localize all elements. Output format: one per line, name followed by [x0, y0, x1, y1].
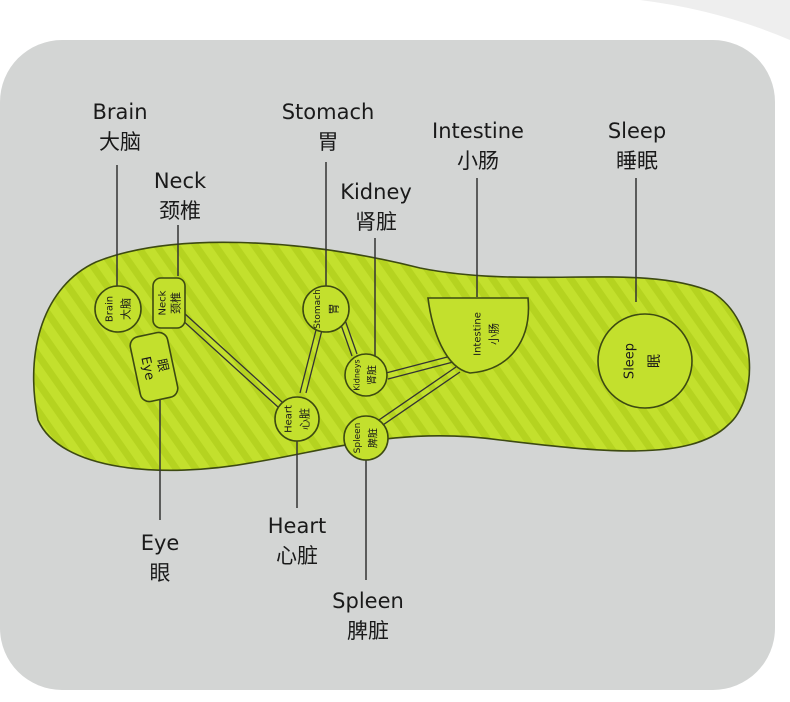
zone-sleep-zh: 眠 — [647, 354, 663, 368]
zone-kidney-zh: 肾脏 — [366, 365, 379, 385]
zone-neck: Neck 颈椎 — [152, 277, 186, 329]
zone-heart-en: Heart — [284, 405, 295, 433]
callout-brain-zh: 大脑 — [99, 130, 141, 154]
callout-kidney-en: Kidney — [340, 180, 412, 204]
callout-sleep-en: Sleep — [607, 119, 667, 143]
callout-intestine-en: Intestine — [432, 119, 524, 143]
zone-kidney: Kidneys 肾脏 — [344, 353, 388, 397]
callout-brain: Brain 大脑 — [60, 97, 180, 157]
callout-eye-zh: 眼 — [149, 561, 171, 585]
zone-sleep-en: Sleep — [623, 343, 638, 379]
callout-kidney: Kidney 肾脏 — [316, 177, 436, 237]
zone-brain-en: Brain — [105, 296, 116, 322]
zone-sleep: Sleep 眠 — [597, 313, 693, 409]
callout-stomach-zh: 胃 — [317, 130, 339, 154]
zone-spleen-en: Spleen — [353, 423, 363, 454]
callout-sleep-zh: 睡眠 — [616, 149, 658, 173]
zone-brain: Brain 大脑 — [94, 285, 142, 333]
callout-lines — [116, 162, 637, 580]
zone-spleen: Spleen 脾脏 — [343, 415, 389, 461]
zone-kidney-en: Kidneys — [353, 359, 362, 390]
zone-neck-en: Neck — [158, 290, 169, 315]
kidney-intestine-connector — [385, 354, 456, 374]
callout-neck-zh: 颈椎 — [159, 199, 201, 223]
top-corner-shadow — [640, 0, 790, 40]
zone-brain-zh: 大脑 — [119, 298, 133, 320]
neck-heart-connector — [183, 312, 283, 403]
zone-intestine: Intestine 小肠 — [427, 297, 530, 374]
callout-spleen-zh: 脾脏 — [347, 619, 389, 643]
callout-stomach-en: Stomach — [281, 100, 375, 124]
stomach-heart-connector — [305, 329, 323, 394]
callout-spleen-en: Spleen — [332, 589, 404, 613]
zone-eye: Eye 眼 — [129, 331, 179, 403]
callout-eye-en: Eye — [140, 531, 180, 555]
callout-sleep: Sleep 睡眠 — [577, 116, 697, 176]
callout-heart-en: Heart — [267, 514, 327, 538]
zone-stomach-zh: 胃 — [328, 304, 341, 315]
zone-heart-zh: 心脏 — [299, 408, 312, 430]
callout-heart: Heart 心脏 — [237, 511, 357, 571]
callout-heart-zh: 心脏 — [276, 544, 318, 568]
callout-stomach: Stomach 胃 — [258, 97, 398, 157]
callout-eye: Eye 眼 — [110, 528, 210, 588]
zone-spleen-zh: 脾脏 — [367, 428, 380, 448]
callout-neck: Neck 颈椎 — [120, 166, 240, 226]
zone-eye-en: Eye — [137, 355, 157, 382]
spleen-intestine-connector — [375, 366, 457, 423]
callout-intestine-zh: 小肠 — [457, 149, 499, 173]
callout-intestine: Intestine 小肠 — [408, 116, 548, 176]
callout-spleen: Spleen 脾脏 — [308, 586, 428, 646]
callout-kidney-zh: 肾脏 — [355, 210, 397, 234]
callout-neck-en: Neck — [153, 169, 207, 193]
zone-neck-zh: 颈椎 — [169, 292, 183, 314]
zone-heart: Heart 心脏 — [274, 396, 320, 442]
zone-eye-zh: 眼 — [153, 357, 170, 373]
zone-intestine-en: Intestine — [473, 312, 484, 356]
zone-stomach-en: Stomach — [313, 289, 323, 329]
callout-brain-en: Brain — [92, 100, 148, 124]
zone-intestine-zh: 小肠 — [488, 323, 501, 345]
stomach-kidney-connector — [339, 321, 353, 357]
zone-connectors — [179, 312, 461, 428]
zone-stomach: Stomach 胃 — [302, 285, 350, 333]
insole-outline — [32, 241, 751, 472]
